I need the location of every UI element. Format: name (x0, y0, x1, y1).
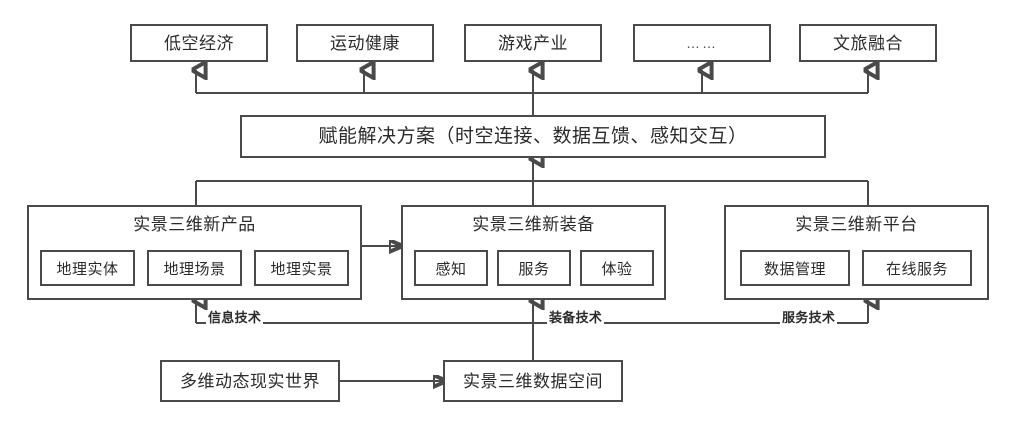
group-title: 实景三维新平台 (795, 215, 918, 234)
group-title: 实景三维新产品 (133, 215, 256, 234)
top-box-low-altitude-economy[interactable]: 低空经济 (130, 24, 268, 62)
bottom-box-label: 多维动态现实世界 (180, 371, 320, 391)
group-title: 实景三维新装备 (472, 215, 595, 234)
chip-label: 在线服务 (885, 260, 948, 278)
top-box-ellipsis[interactable]: …… (633, 24, 771, 62)
chip-label: 体验 (601, 260, 633, 278)
top-box-game-industry[interactable]: 游戏产业 (464, 24, 602, 62)
bottom-box-label: 实景三维数据空间 (463, 371, 603, 391)
top-box-sports-health[interactable]: 运动健康 (296, 24, 434, 62)
top-box-culture-tourism[interactable]: 文旅融合 (799, 24, 937, 62)
solution-bar[interactable]: 赋能解决方案（时空连接、数据互馈、感知交互） (240, 115, 826, 158)
edge-label-equipment-technology: 装备技术 (547, 310, 605, 325)
ellipsis-label: …… (686, 35, 718, 51)
chip-geographic-entity[interactable]: 地理实体 (40, 250, 135, 286)
edge-label-service-technology: 服务技术 (780, 310, 838, 325)
chip-label: 数据管理 (763, 260, 826, 278)
chip-experience[interactable]: 体验 (580, 250, 654, 286)
chip-label: 地理场景 (163, 260, 226, 278)
chip-label: 地理实景 (270, 260, 333, 278)
chip-geographic-reality[interactable]: 地理实景 (254, 250, 349, 286)
top-box-label: 文旅融合 (833, 33, 903, 53)
top-box-label: 低空经济 (164, 33, 234, 53)
solution-bar-label: 赋能解决方案（时空连接、数据互馈、感知交互） (318, 126, 748, 147)
chip-label: 感知 (435, 260, 467, 278)
chip-geographic-scene[interactable]: 地理场景 (147, 250, 242, 286)
chip-online-service[interactable]: 在线服务 (862, 250, 972, 286)
chip-label: 地理实体 (56, 260, 119, 278)
chip-perception[interactable]: 感知 (414, 250, 488, 286)
top-box-label: 游戏产业 (498, 33, 568, 53)
edge-label-information-technology: 信息技术 (206, 310, 264, 325)
chip-service[interactable]: 服务 (497, 250, 571, 286)
top-box-label: 运动健康 (330, 33, 400, 53)
bottom-box-multidimensional-dynamic-real-world[interactable]: 多维动态现实世界 (160, 360, 340, 402)
bottom-box-data-space[interactable]: 实景三维数据空间 (443, 360, 623, 402)
chip-label: 服务 (518, 260, 550, 278)
chip-data-management[interactable]: 数据管理 (740, 250, 850, 286)
